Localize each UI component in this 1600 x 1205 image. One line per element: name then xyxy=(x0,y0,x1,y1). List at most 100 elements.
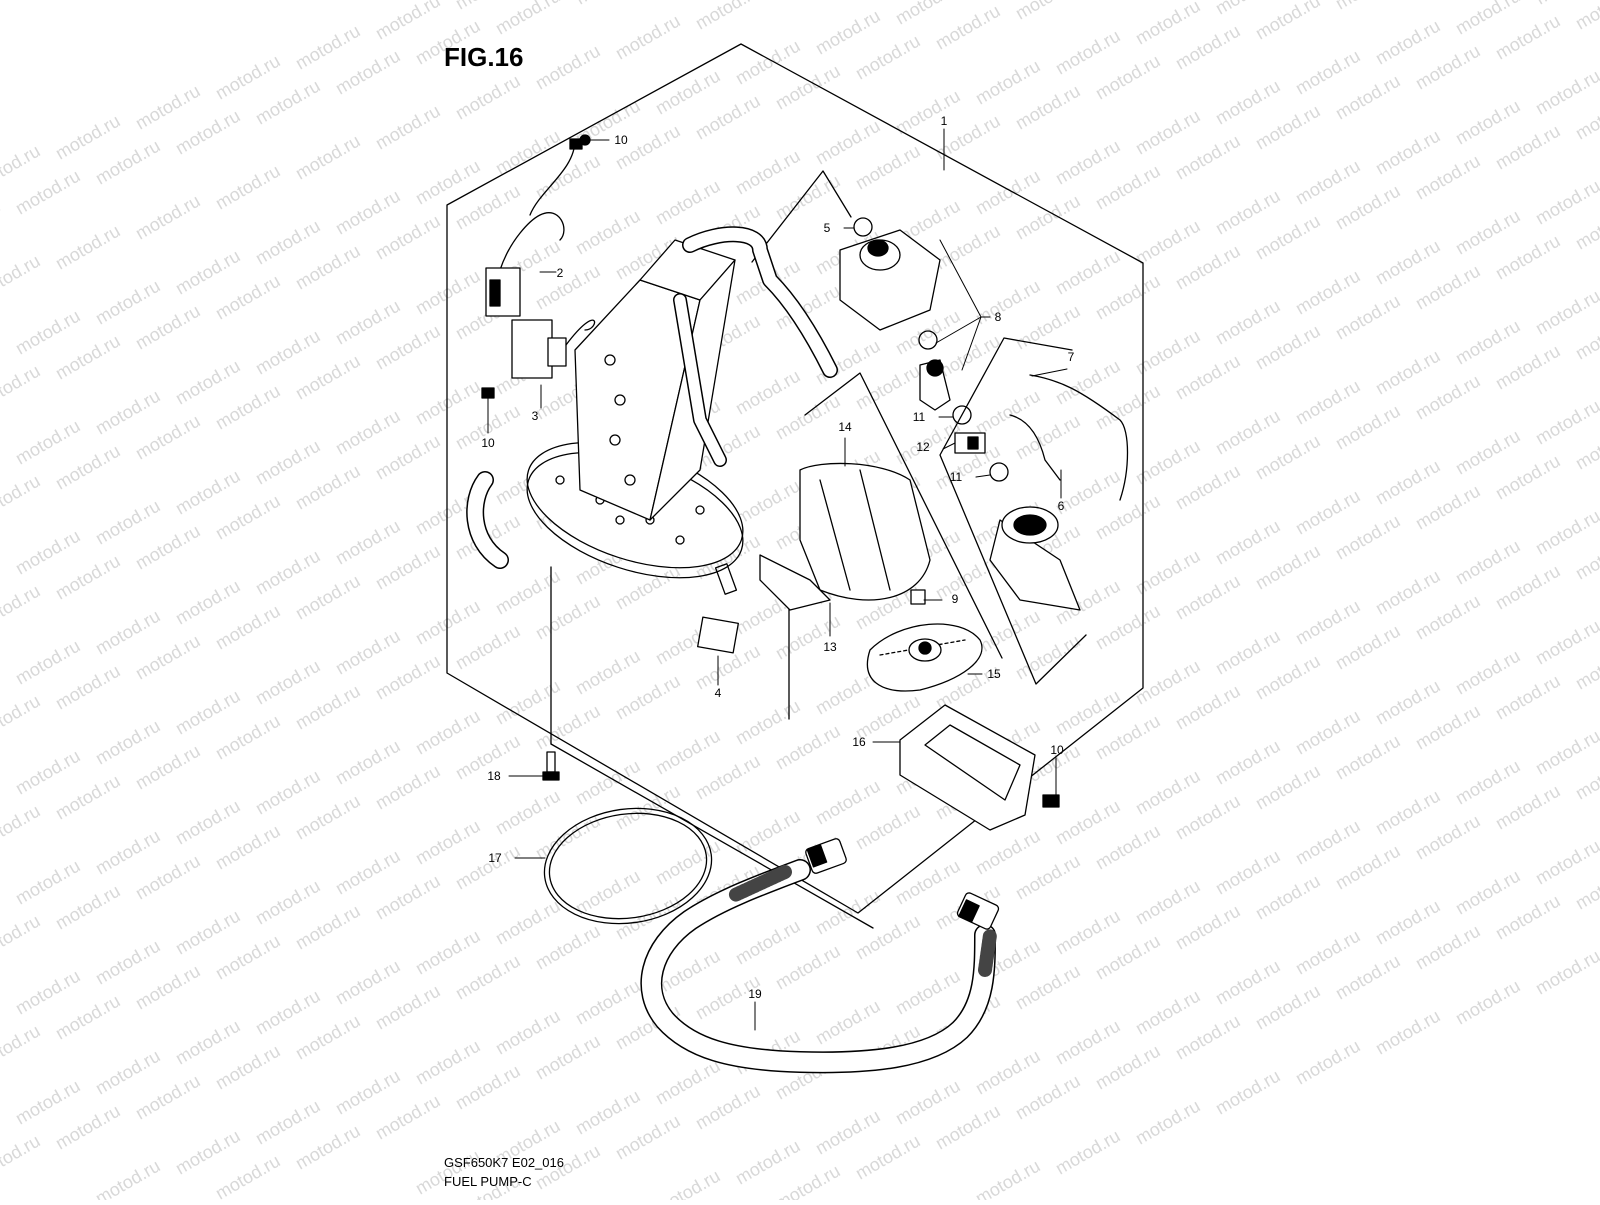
watermark-text: motod.ru xyxy=(0,581,44,634)
watermark-text: motod.ru xyxy=(132,961,204,1014)
watermark-text: motod.ru xyxy=(1492,891,1564,944)
watermark-text: motod.ru xyxy=(12,856,84,909)
watermark-text: motod.ru xyxy=(252,546,324,599)
callout-c10b: 10 xyxy=(481,436,495,450)
watermark-text: motod.ru xyxy=(132,741,204,794)
watermark-text: motod.ru xyxy=(1332,511,1404,564)
watermark-text: motod.ru xyxy=(372,431,444,484)
watermark-text: motod.ru xyxy=(12,416,84,469)
watermark-text: motod.ru xyxy=(0,471,44,524)
watermark-text: motod.ru xyxy=(1052,1126,1124,1179)
watermark-text: motod.ru xyxy=(1172,461,1244,514)
watermark-text: motod.ru xyxy=(652,1056,724,1109)
watermark-text: motod.ru xyxy=(692,91,764,144)
watermark-text: motod.ru xyxy=(132,631,204,684)
callout-c10a: 10 xyxy=(614,133,628,147)
watermark-text: motod.ru xyxy=(1292,376,1364,429)
watermark-text: motod.ru xyxy=(452,71,524,124)
watermark-text: motod.ru xyxy=(1412,921,1484,974)
watermark-text: motod.ru xyxy=(1052,1016,1124,1069)
watermark-text: motod.ru xyxy=(92,496,164,549)
watermark-text: motod.ru xyxy=(292,1121,364,1174)
watermark-text: motod.ru xyxy=(1292,266,1364,319)
o-ring-11-upper xyxy=(952,405,972,425)
watermark-text: motod.ru xyxy=(1572,0,1600,33)
watermark-text: motod.ru xyxy=(732,916,804,969)
watermark-text: motod.ru xyxy=(332,736,404,789)
watermark-text: motod.ru xyxy=(1372,566,1444,619)
watermark-text: motod.ru xyxy=(292,791,364,844)
watermark-text: motod.ru xyxy=(0,801,44,854)
watermark-text: motod.ru xyxy=(732,366,804,419)
watermark-text: motod.ru xyxy=(772,0,844,3)
watermark-text: motod.ru xyxy=(1292,156,1364,209)
watermark-text: motod.ru xyxy=(132,301,204,354)
holder-16 xyxy=(899,704,1036,831)
watermark-text: motod.ru xyxy=(1132,986,1204,1039)
watermark-text: motod.ru xyxy=(852,801,924,854)
watermark-text: motod.ru xyxy=(252,326,324,379)
watermark-text: motod.ru xyxy=(52,111,124,164)
watermark-text: motod.ru xyxy=(252,766,324,819)
watermark-text: motod.ru xyxy=(1292,46,1364,99)
watermark-text: motod.ru xyxy=(852,911,924,964)
fitting-12 xyxy=(954,432,986,454)
watermark-text: motod.ru xyxy=(132,81,204,134)
watermark-text: motod.ru xyxy=(972,56,1044,109)
watermark-text: motod.ru xyxy=(1412,41,1484,94)
watermark-text: motod.ru xyxy=(1532,506,1600,559)
watermark-text: motod.ru xyxy=(172,686,244,739)
watermark-text: motod.ru xyxy=(1412,701,1484,754)
watermark-text: motod.ru xyxy=(1012,81,1084,134)
callout-c12: 12 xyxy=(916,440,930,454)
watermark-text: motod.ru xyxy=(212,1041,284,1094)
watermark-text: motod.ru xyxy=(1372,16,1444,69)
watermark-text: motod.ru xyxy=(572,206,644,259)
watermark-text: motod.ru xyxy=(372,0,444,43)
subgroup-bracket-top xyxy=(751,170,852,263)
watermark-text: motod.ru xyxy=(252,216,324,269)
watermark-text: motod.ru xyxy=(1372,126,1444,179)
o-ring-11-lower xyxy=(989,462,1009,482)
watermark-text: motod.ru xyxy=(1332,291,1404,344)
watermark-text: motod.ru xyxy=(532,41,604,94)
watermark-text: motod.ru xyxy=(292,351,364,404)
watermark-text: motod.ru xyxy=(1452,536,1524,589)
watermark-text: motod.ru xyxy=(1412,811,1484,864)
watermark-text: motod.ru xyxy=(52,221,124,274)
watermark-text: motod.ru xyxy=(92,136,164,189)
watermark-text: motod.ru xyxy=(1092,271,1164,324)
watermark-text: motod.ru xyxy=(1172,21,1244,74)
watermark-text: motod.ru xyxy=(1212,186,1284,239)
watermark-text: motod.ru xyxy=(1132,766,1204,819)
watermark-text: motod.ru xyxy=(292,1011,364,1064)
watermark-text: motod.ru xyxy=(972,166,1044,219)
watermark-text: motod.ru xyxy=(492,1006,564,1059)
watermark-text: motod.ru xyxy=(1492,121,1564,174)
screw-10-right xyxy=(1042,794,1060,808)
watermark-text: motod.ru xyxy=(452,621,524,674)
watermark-text: motod.ru xyxy=(1292,1036,1364,1089)
watermark-text: motod.ru xyxy=(1252,871,1324,924)
watermark-text: motod.ru xyxy=(772,1161,844,1200)
watermark-text: motod.ru xyxy=(1252,651,1324,704)
watermark-text: motod.ru xyxy=(132,411,204,464)
watermark-text: motod.ru xyxy=(1532,946,1600,999)
subgroup-bracket-pump xyxy=(939,337,1087,685)
watermark-text: motod.ru xyxy=(212,711,284,764)
watermark-text: motod.ru xyxy=(1092,601,1164,654)
pressure-regulator xyxy=(839,229,951,411)
watermark-text: motod.ru xyxy=(612,121,684,174)
watermark-text: motod.ru xyxy=(732,806,804,859)
watermark-text: motod.ru xyxy=(1252,321,1324,374)
watermark-text: motod.ru xyxy=(732,696,804,749)
watermark-text: motod.ru xyxy=(1452,866,1524,919)
callout-c2: 2 xyxy=(557,266,564,280)
watermark-text: motod.ru xyxy=(372,211,444,264)
o-ring-5 xyxy=(853,217,873,237)
watermark-text: motod.ru xyxy=(1452,646,1524,699)
watermark-text: motod.ru xyxy=(132,191,204,244)
watermark-text: motod.ru xyxy=(1412,261,1484,314)
watermark-text: motod.ru xyxy=(1132,216,1204,269)
watermark-text: motod.ru xyxy=(1492,11,1564,64)
